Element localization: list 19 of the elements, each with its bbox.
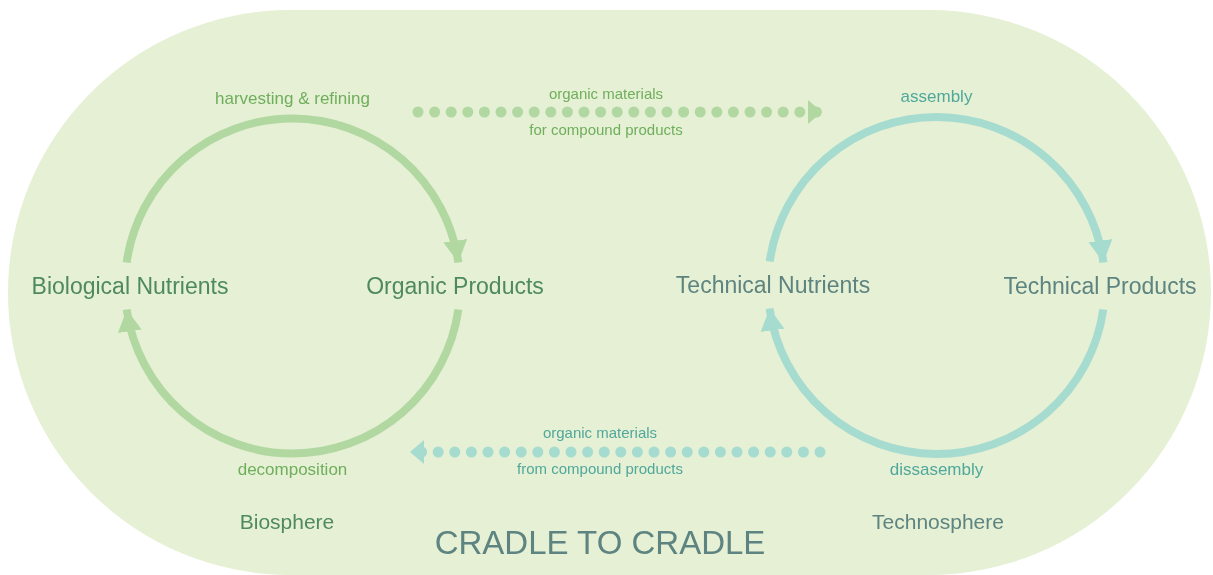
cycle-arrow <box>765 113 1111 264</box>
diagram-title: CRADLE TO CRADLE <box>434 524 766 562</box>
flow-label: organic materials <box>548 84 664 102</box>
node-label: Technical Nutrients <box>673 259 873 311</box>
node-label: Biological Nutrients <box>29 260 231 312</box>
flow-label: organic materials <box>542 423 658 441</box>
flow-label: from compound products <box>517 459 683 477</box>
node-label: Organic Products <box>364 260 546 312</box>
cycle-arrow <box>762 307 1108 458</box>
flow-label: for compound products <box>529 120 683 138</box>
edge-label: dissasembly <box>889 460 984 480</box>
edge-label: assembly <box>900 87 973 107</box>
sphere-label: Technosphere <box>872 510 1004 534</box>
edge-label: harvesting & refining <box>215 88 370 109</box>
cycle-arrow <box>122 114 466 264</box>
cycle-arrow <box>119 308 463 458</box>
sphere-label: Biosphere <box>239 510 335 534</box>
edge-label: decomposition <box>237 459 348 480</box>
node-label: Technical Products <box>1001 260 1199 312</box>
